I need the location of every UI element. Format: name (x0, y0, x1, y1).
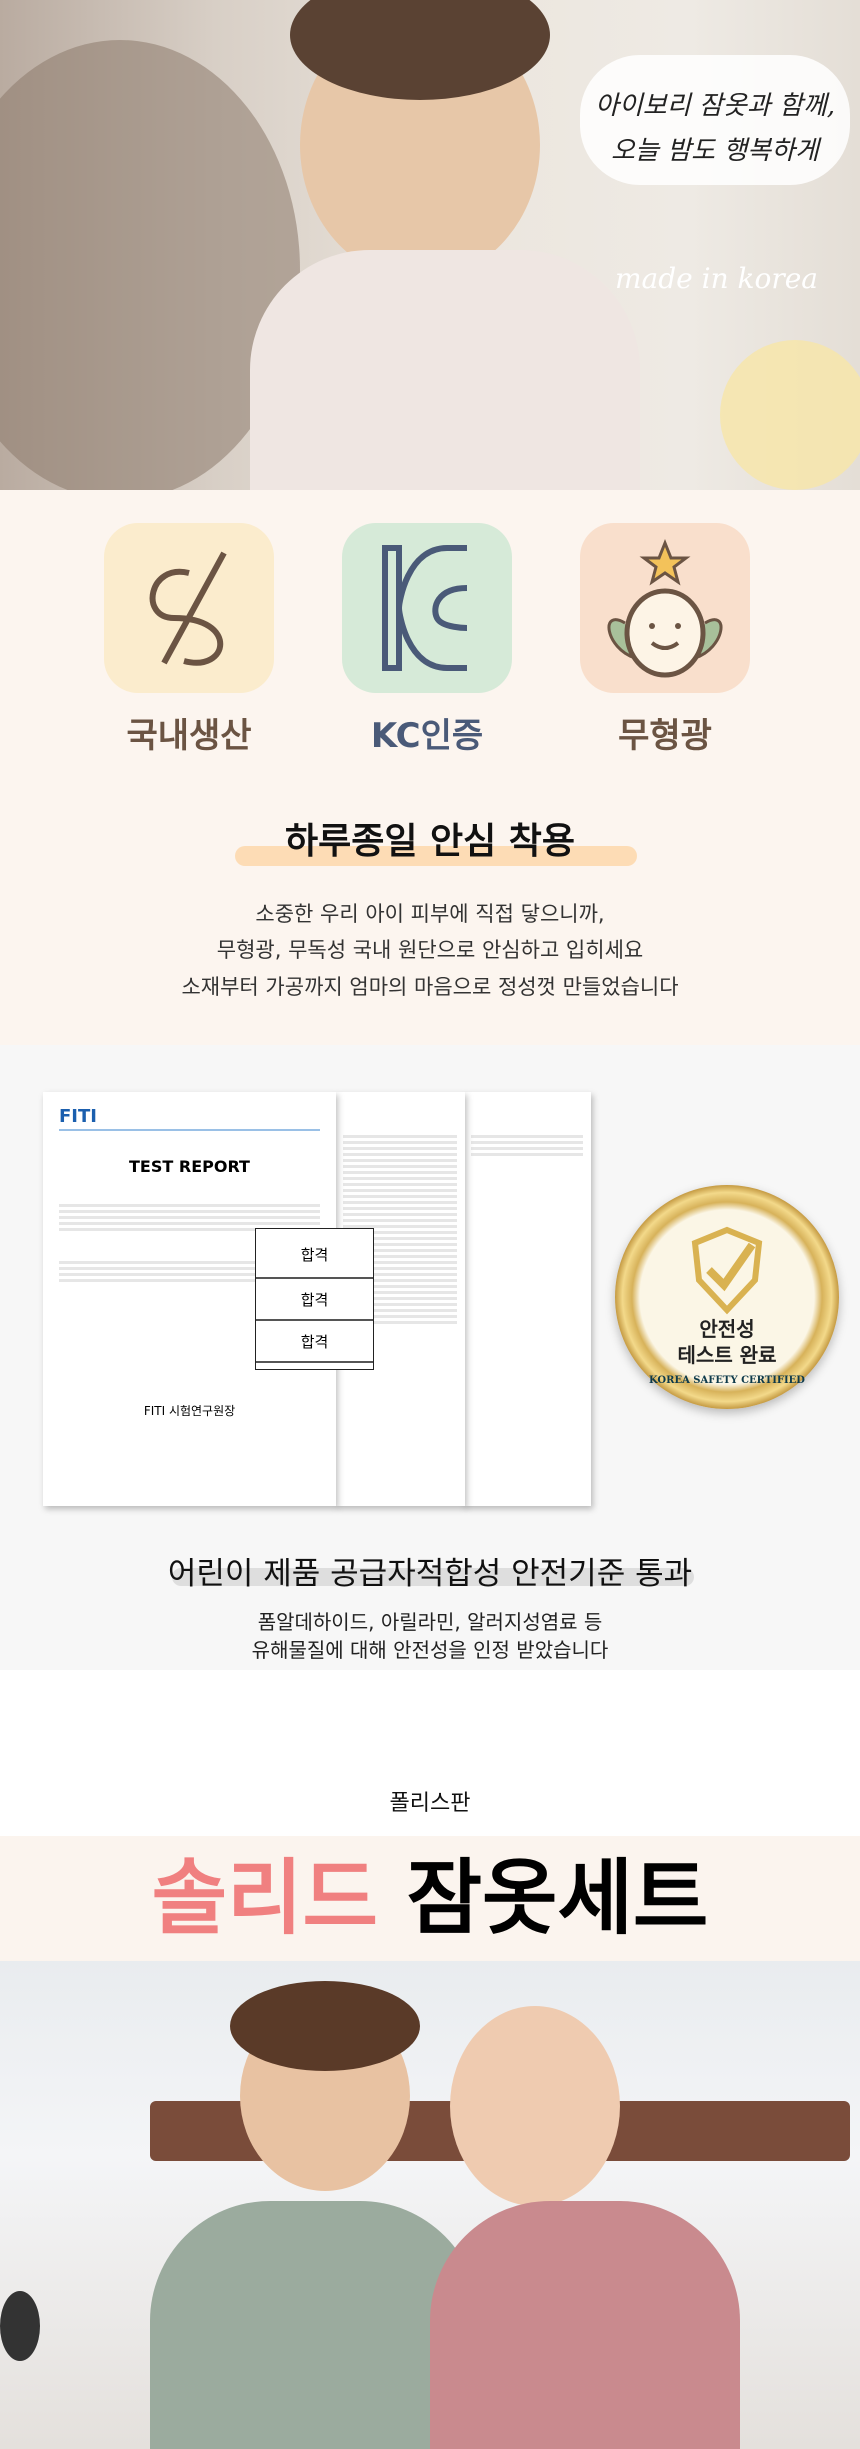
product-title: 솔리드 잠옷세트 (0, 1836, 860, 1961)
report-title: TEST REPORT (129, 1157, 250, 1176)
results-box: 합격 합격 합격 (255, 1228, 374, 1370)
badge-line-1: 안전성 (699, 1317, 755, 1341)
girl-pajama (250, 250, 640, 490)
badge-line-2: 테스트 완료 (677, 1343, 777, 1367)
product-photo (0, 1961, 860, 2449)
features-section: 국내생산 KC인증 무형광 하루종일 안심 착용 소중한 우리 아이 피부에 직… (0, 490, 860, 1045)
safety-certified-badge: 안전성 테스트 완료 KOREA SAFETY CERTIFIED (615, 1185, 839, 1409)
girl-pajama (430, 2201, 740, 2449)
feature-tile-kc (342, 523, 512, 693)
smiley-sprout-icon (607, 538, 723, 678)
report-page-2 (335, 1092, 465, 1506)
product-title-rest: 잠옷세트 (406, 1851, 709, 1946)
report-page-3 (463, 1092, 591, 1506)
result-1: 합격 (256, 1234, 373, 1279)
boy-pajama (150, 2201, 480, 2449)
badge-ring-text: KOREA SAFETY CERTIFIED (649, 1375, 805, 1386)
safety-line-1: 소중한 우리 아이 피부에 직접 닿으니까, (255, 902, 605, 926)
safety-title: 하루종일 안심 착용 (284, 821, 576, 862)
result-2: 합격 (256, 1279, 373, 1321)
speech-bubble: 아이보리 잠옷과 함께, 오늘 밤도 행복하게 (580, 55, 850, 185)
material-label: 폴리스판 (389, 1791, 471, 1816)
feature-tile-domestic (104, 523, 274, 693)
shield-check-icon (691, 1226, 763, 1315)
product-title-accent: 솔리드 (151, 1851, 378, 1946)
girl-hair (290, 0, 550, 100)
compliance-heading: 어린이 제품 공급자적합성 안전기준 통과 (167, 1556, 693, 1592)
feature-tile-no-fluorescent (580, 523, 750, 693)
bubble-line-2: 오늘 밤도 행복하게 (611, 136, 819, 166)
report-signer: FITI 시험연구원장 (143, 1404, 236, 1418)
result-3: 합격 (256, 1321, 373, 1363)
clock (0, 2291, 40, 2361)
compliance-line-2: 유해물질에 대해 안전성을 인정 받았습니다 (251, 1638, 609, 1662)
heading-highlight (172, 1568, 694, 1586)
bubble-line-1: 아이보리 잠옷과 함께, (594, 91, 836, 121)
made-in-korea-text: made in korea (615, 262, 818, 295)
feature-label-domestic: 국내생산 (126, 716, 252, 756)
safety-line-3: 소재부터 가공까지 엄마의 마음으로 정성껏 만들었습니다 (181, 975, 679, 999)
safety-line-2: 무형광, 무독성 국내 원단으로 안심하고 입히세요 (216, 938, 644, 962)
girl-face (450, 2006, 620, 2206)
flower (720, 340, 860, 490)
hero-photo: 아이보리 잠옷과 함께, 오늘 밤도 행복하게 made in korea (0, 0, 860, 490)
fiti-logo: FITI (59, 1106, 320, 1131)
compliance-line-1: 폼알데하이드, 아릴라민, 알러지성염료 등 (257, 1610, 603, 1634)
title-highlight (235, 846, 637, 866)
feature-label-kc: KC인증 (370, 716, 484, 756)
boy-hair (230, 1981, 420, 2071)
feature-label-no-fluorescent: 무형광 (618, 716, 712, 756)
kc-mark-icon (382, 545, 468, 671)
test-report-section: FITI TEST REPORT FITI 시험연구원장 합격 합격 합격 안전… (0, 1045, 860, 1670)
needle-thread-icon (149, 551, 227, 666)
